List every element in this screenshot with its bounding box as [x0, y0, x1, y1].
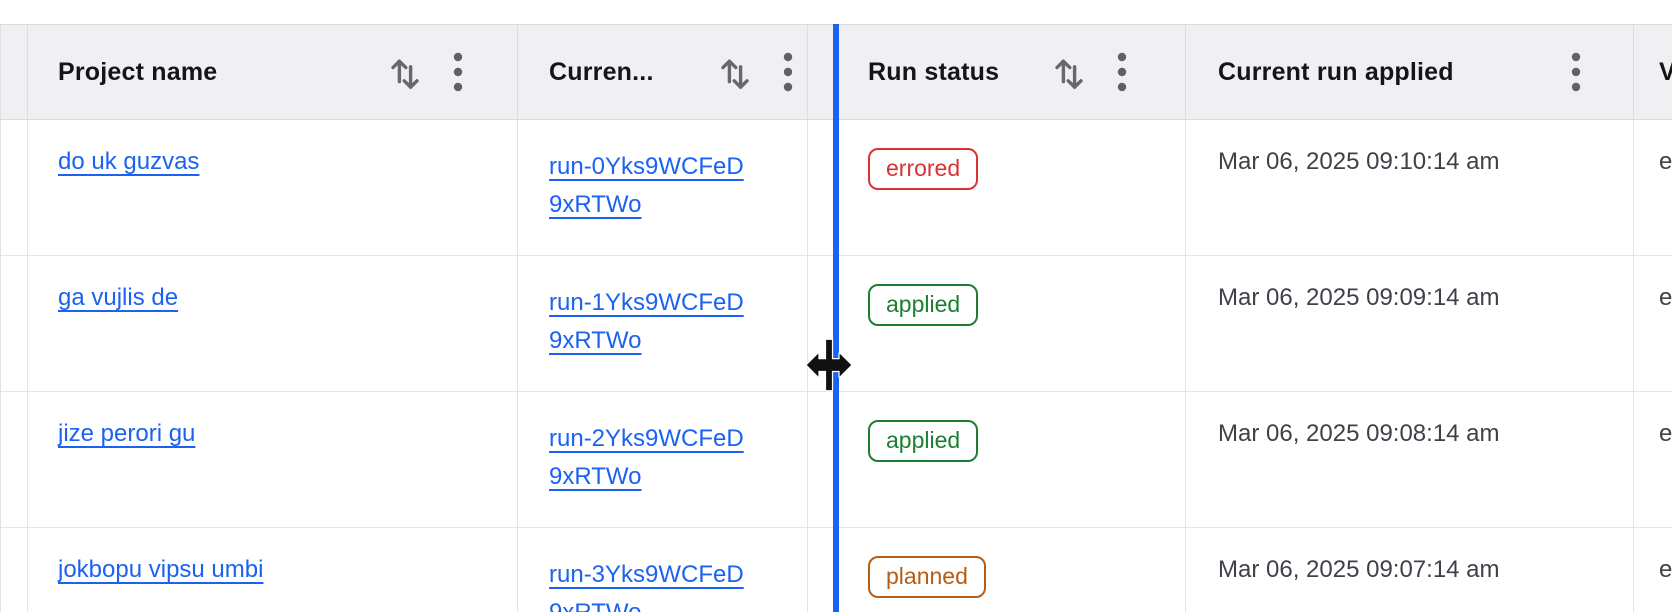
sort-icon[interactable]	[1049, 52, 1089, 92]
cell-current-run: run-3Yks9WCFeD 9xRTWo	[518, 528, 808, 612]
cell-run-status: applied	[808, 392, 1186, 528]
table-row: jize perori gu run-2Yks9WCFeD 9xRTWo app…	[1, 392, 1672, 528]
project-link[interactable]: jize perori gu	[58, 420, 196, 447]
table-header-row: Project name Curren...	[1, 25, 1672, 120]
column-header-current-run[interactable]: Curren...	[518, 25, 808, 120]
column-header-run-status[interactable]: Run status	[808, 25, 1186, 120]
cell-project-name: ga vujlis de	[28, 256, 518, 392]
run-id-link[interactable]: run-2Yks9WCFeD 9xRTWo	[549, 425, 744, 490]
column-label-project-name: Project name	[58, 57, 218, 86]
column-label-current-run-applied: Current run applied	[1218, 57, 1454, 86]
project-link[interactable]: jokbopu vipsu umbi	[58, 556, 264, 583]
column-header-current-run-applied[interactable]: Current run applied	[1186, 25, 1634, 120]
cell-current-run-applied: Mar 06, 2025 09:10:14 am	[1186, 120, 1634, 256]
cell-edge	[1, 256, 28, 392]
column-menu-kebab-icon[interactable]	[781, 50, 795, 94]
cell-project-name: jize perori gu	[28, 392, 518, 528]
run-status-badge: applied	[868, 284, 979, 326]
table-row: do uk guzvas run-0Yks9WCFeD 9xRTWo error…	[1, 120, 1672, 256]
project-link[interactable]: ga vujlis de	[58, 284, 179, 311]
cell-project-name: jokbopu vipsu umbi	[28, 528, 518, 612]
project-link[interactable]: do uk guzvas	[58, 148, 200, 175]
table-row: ga vujlis de run-1Yks9WCFeD 9xRTWo appli…	[1, 256, 1672, 392]
clipped-cell-text: e	[1659, 284, 1672, 311]
cell-project-name: do uk guzvas	[28, 120, 518, 256]
sort-icon[interactable]	[715, 52, 755, 92]
cell-current-run-applied: Mar 06, 2025 09:09:14 am	[1186, 256, 1634, 392]
column-menu-kebab-icon[interactable]	[451, 50, 465, 94]
cell-edge	[1, 120, 28, 256]
column-header-project-name[interactable]: Project name	[28, 25, 518, 120]
cell-edge	[1, 392, 28, 528]
column-menu-kebab-icon[interactable]	[1569, 50, 1583, 94]
cell-current-run: run-2Yks9WCFeD 9xRTWo	[518, 392, 808, 528]
column-label-current-run: Curren...	[549, 57, 654, 86]
applied-timestamp: Mar 06, 2025 09:08:14 am	[1218, 420, 1500, 447]
run-status-badge: errored	[868, 148, 979, 190]
column-menu-kebab-icon[interactable]	[1115, 50, 1129, 94]
cell-clipped: e	[1634, 392, 1672, 528]
workspaces-table: Project name Curren...	[0, 24, 1672, 612]
clipped-cell-text: e	[1659, 556, 1672, 583]
table-row: jokbopu vipsu umbi run-3Yks9WCFeD 9xRTWo…	[1, 528, 1672, 612]
run-id-link[interactable]: run-3Yks9WCFeD 9xRTWo	[549, 561, 744, 612]
applied-timestamp: Mar 06, 2025 09:09:14 am	[1218, 284, 1500, 311]
column-label-run-status: Run status	[868, 57, 1000, 86]
applied-timestamp: Mar 06, 2025 09:07:14 am	[1218, 556, 1500, 583]
column-header-clipped[interactable]: V	[1634, 25, 1672, 120]
cell-current-run-applied: Mar 06, 2025 09:07:14 am	[1186, 528, 1634, 612]
cell-run-status: applied	[808, 256, 1186, 392]
cell-clipped: e	[1634, 256, 1672, 392]
run-id-link[interactable]: run-0Yks9WCFeD 9xRTWo	[549, 153, 744, 218]
clipped-cell-text: e	[1659, 148, 1672, 175]
cell-edge	[1, 528, 28, 612]
cell-current-run-applied: Mar 06, 2025 09:08:14 am	[1186, 392, 1634, 528]
run-status-badge: planned	[868, 556, 986, 598]
cell-run-status: planned	[808, 528, 1186, 612]
run-status-badge: applied	[868, 420, 979, 462]
cell-run-status: errored	[808, 120, 1186, 256]
run-id-link[interactable]: run-1Yks9WCFeD 9xRTWo	[549, 289, 744, 354]
header-cell-edge	[1, 25, 28, 120]
cell-current-run: run-1Yks9WCFeD 9xRTWo	[518, 256, 808, 392]
cell-current-run: run-0Yks9WCFeD 9xRTWo	[518, 120, 808, 256]
cell-clipped: e	[1634, 528, 1672, 612]
cell-clipped: e	[1634, 120, 1672, 256]
applied-timestamp: Mar 06, 2025 09:10:14 am	[1218, 148, 1500, 175]
clipped-cell-text: e	[1659, 420, 1672, 447]
column-label-clipped: V	[1659, 57, 1672, 86]
column-resize-indicator[interactable]	[833, 24, 839, 612]
sort-icon[interactable]	[385, 52, 425, 92]
